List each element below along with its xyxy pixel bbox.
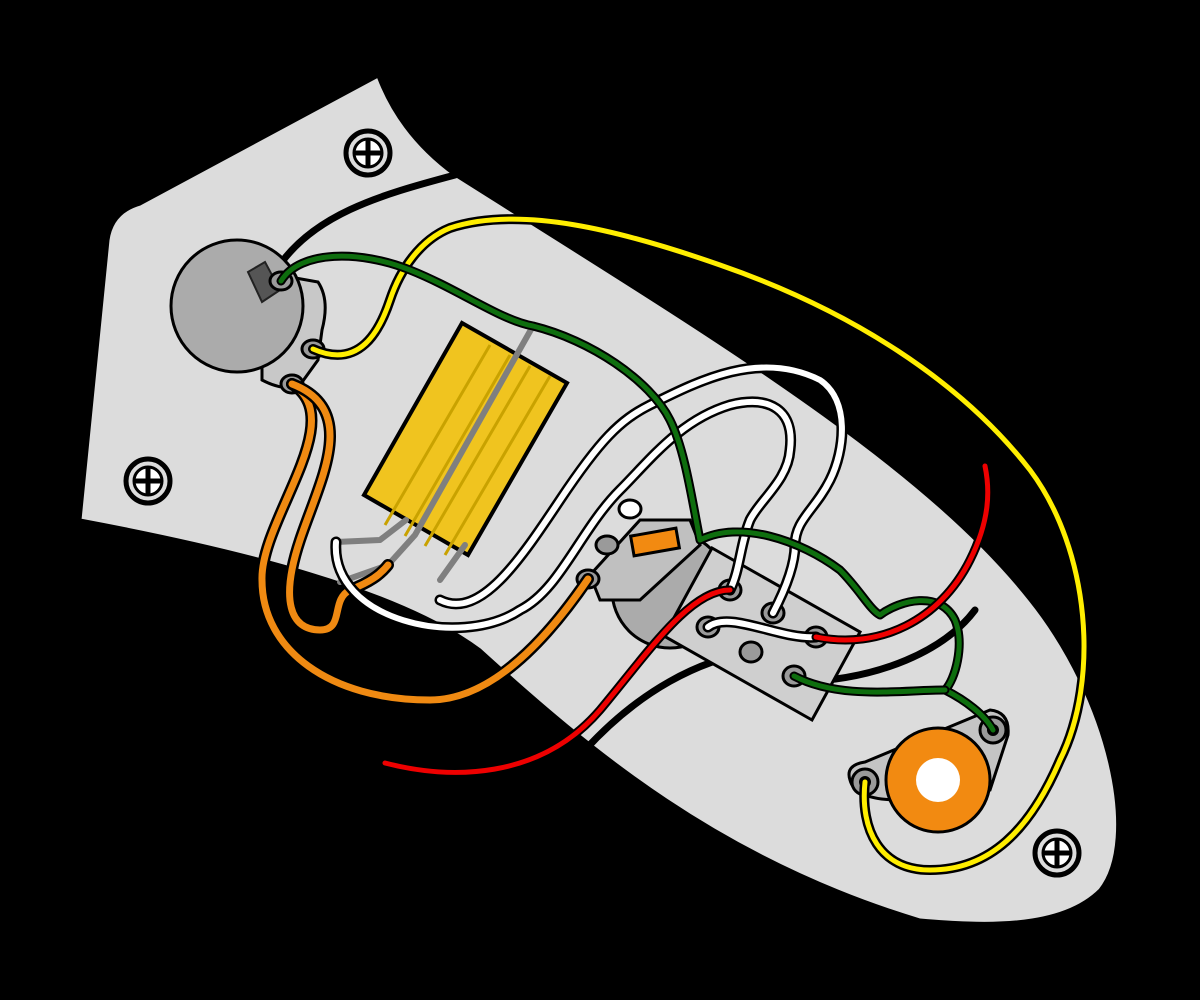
control-plate bbox=[78, 73, 1120, 925]
red-wire bbox=[382, 587, 733, 775]
screw-top bbox=[343, 128, 393, 178]
black-ground-wire bbox=[271, 171, 459, 276]
volume-pot bbox=[169, 238, 327, 395]
switch-lug bbox=[738, 640, 764, 664]
green-wire bbox=[278, 253, 996, 733]
screw-bottom-right bbox=[1032, 828, 1082, 878]
capacitor-lead bbox=[337, 323, 536, 585]
capacitor-lead bbox=[437, 542, 468, 583]
capacitor-lead bbox=[333, 517, 409, 545]
pot-lug bbox=[617, 498, 643, 520]
white-wire bbox=[437, 364, 845, 616]
orange-wire bbox=[258, 380, 592, 704]
pot-lug bbox=[594, 534, 620, 556]
orange-resistor bbox=[628, 526, 682, 558]
green-wire-2 bbox=[791, 673, 948, 695]
screw-left bbox=[123, 456, 173, 506]
white-jumper-wire bbox=[705, 618, 819, 641]
red-wire-2 bbox=[813, 463, 991, 643]
capacitor-block bbox=[361, 320, 570, 558]
yellow-wire bbox=[310, 216, 1087, 873]
